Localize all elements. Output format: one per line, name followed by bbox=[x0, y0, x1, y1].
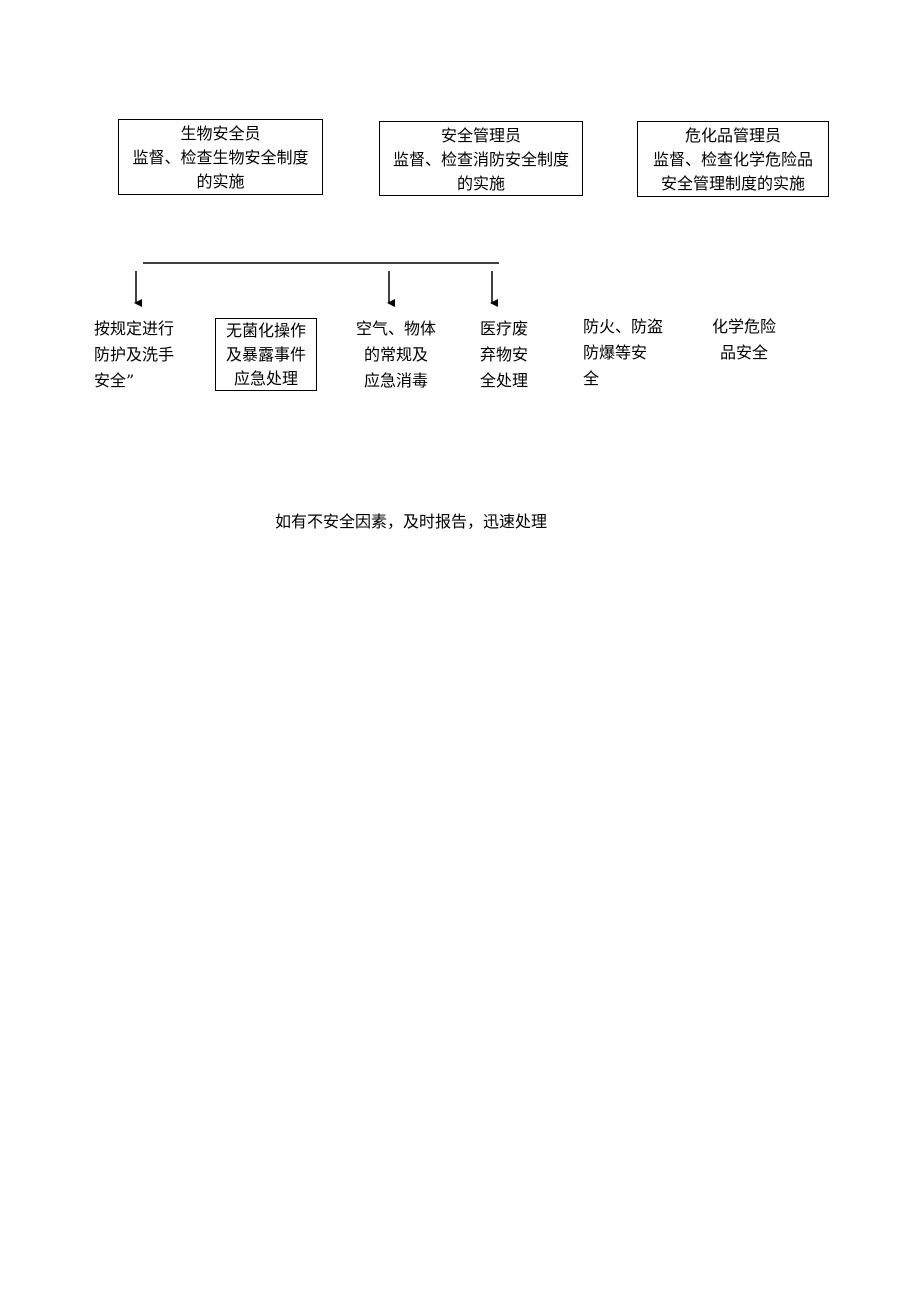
role-box-hazchem-manager: 危化品管理员 监督、检查化学危险品 安全管理制度的实施 bbox=[637, 121, 829, 197]
item-line: 空气、物体 bbox=[355, 319, 436, 338]
role-box-biosafety: 生物安全员 监督、检查生物安全制度 的实施 bbox=[118, 119, 323, 195]
item-fire-theft-explosion: 防火、防盗 防爆等安 全 bbox=[583, 314, 663, 392]
item-line: 全处理 bbox=[480, 371, 529, 390]
item-line: 应急消毒 bbox=[363, 371, 428, 390]
item-aseptic-exposure: 无菌化操作 及暴露事件 应急处理 bbox=[215, 318, 317, 391]
role-title: 生物安全员 bbox=[180, 124, 261, 143]
item-line: 安全” bbox=[94, 371, 135, 390]
item-disinfection: 空气、物体 的常规及 应急消毒 bbox=[353, 316, 439, 394]
role-duty-line: 的实施 bbox=[196, 172, 245, 191]
item-line: 医疗废 bbox=[480, 319, 529, 338]
item-hazchem-safety: 化学危险 品安全 bbox=[704, 314, 784, 366]
item-line: 全 bbox=[583, 369, 600, 388]
item-line: 按规定进行 bbox=[94, 319, 175, 338]
role-box-safety-manager: 安全管理员 监督、检查消防安全制度 的实施 bbox=[379, 121, 583, 196]
item-protection-handwash: 按规定进行 防护及洗手 安全” bbox=[94, 316, 174, 394]
item-line: 的常规及 bbox=[363, 345, 428, 364]
role-duty-line: 监督、检查化学危险品 bbox=[652, 150, 813, 169]
item-line: 应急处理 bbox=[233, 369, 298, 388]
report-note: 如有不安全因素，及时报告，迅速处理 bbox=[275, 512, 548, 531]
role-duty-line: 监督、检查生物安全制度 bbox=[132, 148, 309, 167]
item-line: 防爆等安 bbox=[583, 343, 648, 362]
item-line: 化学危险 bbox=[711, 317, 776, 336]
item-line: 及暴露事件 bbox=[225, 345, 306, 364]
role-duty-line: 的实施 bbox=[456, 174, 505, 193]
item-line: 无菌化操作 bbox=[225, 321, 306, 340]
item-line: 防火、防盗 bbox=[583, 317, 664, 336]
role-title: 危化品管理员 bbox=[684, 126, 781, 145]
role-title: 安全管理员 bbox=[440, 126, 521, 145]
item-line: 防护及洗手 bbox=[94, 345, 175, 364]
role-duty-line: 安全管理制度的实施 bbox=[660, 174, 805, 193]
role-duty-line: 监督、检查消防安全制度 bbox=[392, 150, 569, 169]
item-line: 弃物安 bbox=[480, 345, 529, 364]
connector-lines bbox=[134, 262, 499, 307]
item-medical-waste: 医疗废 弃物安 全处理 bbox=[480, 316, 528, 394]
item-line: 品安全 bbox=[719, 343, 768, 362]
